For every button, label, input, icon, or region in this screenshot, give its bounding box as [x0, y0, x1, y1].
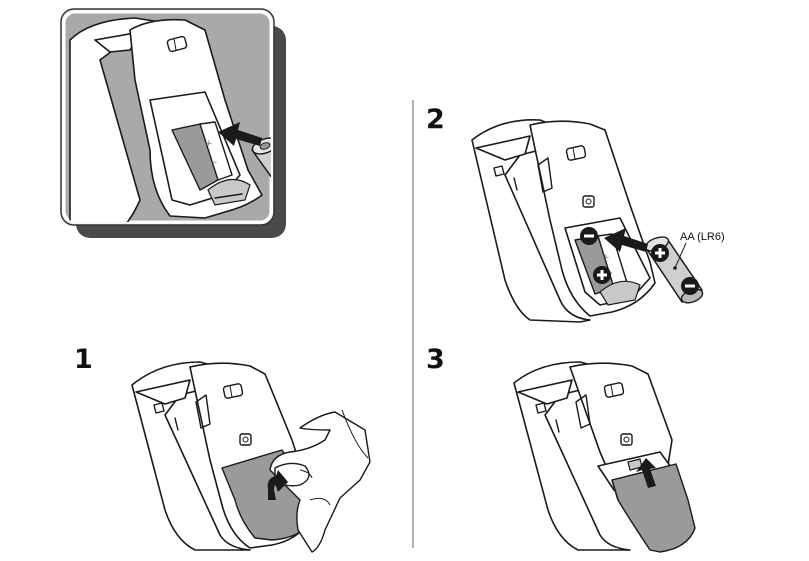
step-2-number: 2 — [426, 104, 445, 135]
inset-insert-arrow — [218, 122, 262, 146]
step-1-slide-arrow — [267, 470, 288, 500]
step-3-device — [513, 361, 696, 553]
step-2-insert-arrow — [604, 228, 648, 252]
step-2-device: + − — [471, 119, 704, 323]
step-2-plus-marker: + — [602, 253, 610, 263]
step-1-device — [131, 361, 371, 553]
inset-panel: + − — [60, 8, 286, 238]
inset-minus-marker: − — [210, 158, 218, 168]
step-3-number: 3 — [426, 344, 445, 375]
hand — [269, 411, 371, 553]
inset-device: + − — [69, 17, 271, 222]
battery-type-label: AA (LR6) — [680, 231, 725, 243]
step-3-slide-arrow — [636, 458, 656, 488]
battery-callout-line — [674, 242, 687, 269]
step-1-number: 1 — [74, 344, 93, 375]
inset-plus-marker: + — [205, 139, 213, 149]
